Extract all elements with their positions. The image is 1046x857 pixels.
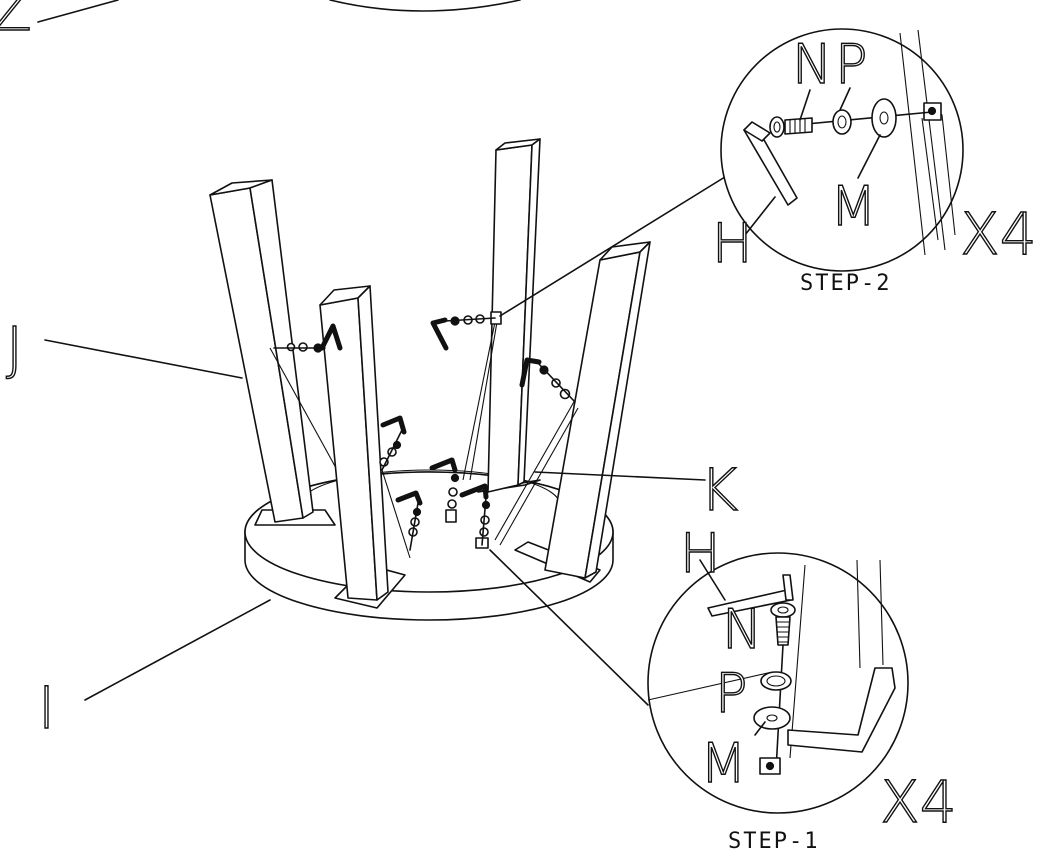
label-k: K (700, 456, 738, 524)
leg-front-left (319, 285, 411, 609)
leg-back-left (209, 179, 381, 549)
step2-label-n: N (792, 33, 832, 96)
step1-label-h: H (680, 522, 721, 585)
step2-quantity: X4 (960, 200, 1037, 268)
label-z: Z (0, 0, 32, 44)
leg-back-right (462, 138, 541, 493)
step2-title: STEP-2 (800, 271, 891, 296)
step2-label-p: P (835, 33, 868, 96)
main-hardware (273, 311, 576, 551)
step1-quantity: X4 (880, 768, 957, 836)
label-i: I (38, 674, 55, 742)
step1-label-p: P (715, 662, 748, 725)
step2-label-m: M (830, 175, 877, 238)
leg-front-right (494, 241, 651, 583)
step1-title: STEP-1 (728, 829, 819, 854)
leader-lines (44, 171, 734, 706)
step1-label-m: M (700, 732, 747, 795)
step2-detail: N P M H (711, 28, 964, 276)
step2-label-h: H (712, 212, 753, 275)
label-j: J (6, 314, 23, 382)
step1-label-n: N (722, 598, 762, 661)
top-fragment: Z (0, 0, 521, 45)
step1-detail: H N P M (647, 521, 909, 814)
